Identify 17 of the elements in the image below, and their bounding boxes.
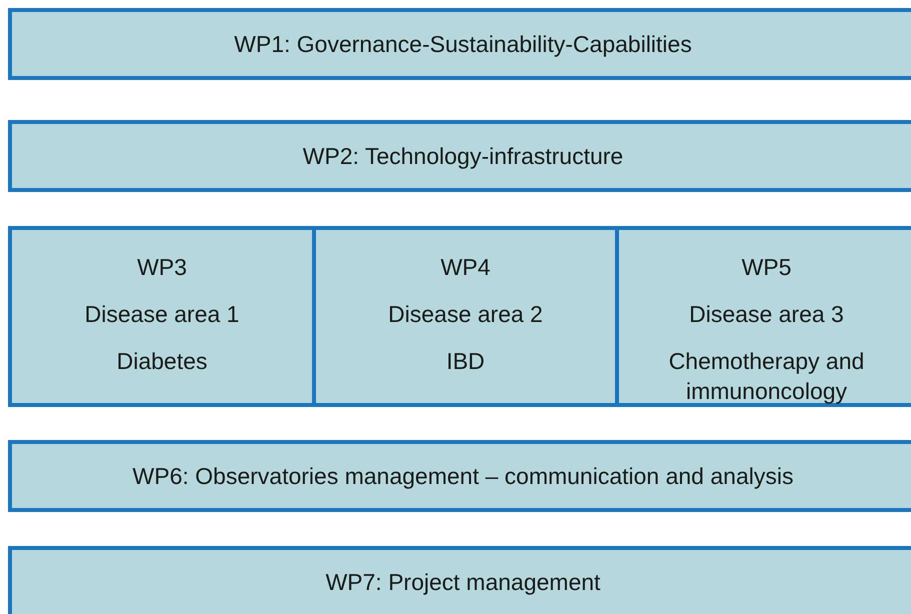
box-text: Disease area 1 (84, 300, 240, 329)
work-package-box (8, 546, 911, 614)
box-text: WP2: Technology-infrastructure (302, 142, 624, 171)
box-text: WP1: Governance-Sustainability-Capabilities (234, 30, 692, 59)
box-text: Disease area 3 (689, 300, 844, 329)
box-text: Diabetes (116, 347, 208, 376)
box-text: WP5 (742, 253, 792, 282)
box-text: WP4 (440, 253, 490, 282)
box-text: Chemotherapy and immunoncology (668, 347, 866, 406)
box-text: Disease area 2 (388, 300, 543, 329)
box-text: IBD (446, 347, 485, 376)
work-package-box (8, 120, 911, 192)
work-package-box (8, 8, 911, 80)
box-text: WP3 (137, 253, 187, 282)
work-package-box (8, 440, 911, 512)
box-text: WP7: Project management (326, 568, 600, 597)
box-text: WP6: Observatories management – communication and analysis (132, 462, 794, 491)
